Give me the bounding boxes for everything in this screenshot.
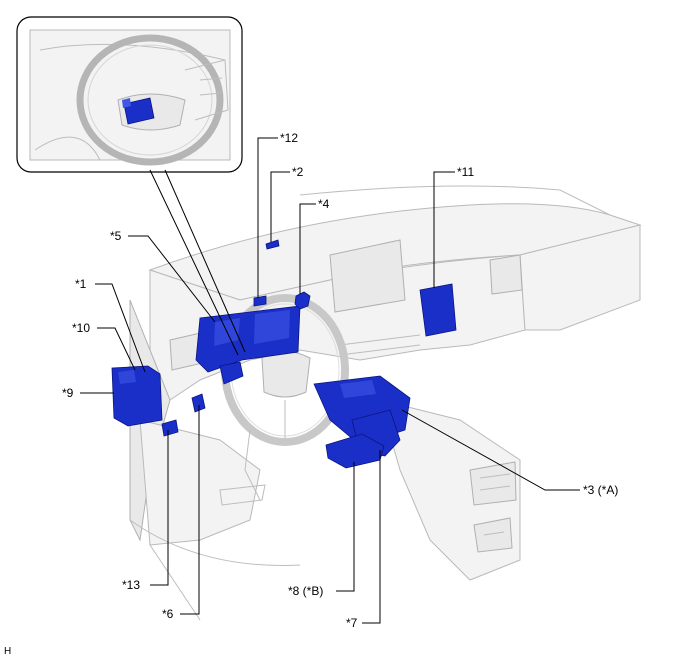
label-5: *5 — [110, 229, 122, 243]
label-2: *2 — [292, 165, 304, 179]
part-13 — [161, 419, 179, 437]
part-9-10-ecu — [111, 365, 163, 427]
label-8: *8 (*B) — [288, 584, 323, 598]
label-1: *1 — [75, 277, 87, 291]
label-6: *6 — [162, 607, 174, 621]
part-12 — [253, 295, 267, 307]
part-4 — [294, 291, 311, 310]
part-2 — [265, 239, 280, 250]
label-4: *4 — [318, 197, 330, 211]
part-3-air-conditioning-unit — [313, 375, 411, 457]
inset-switch-part — [122, 97, 155, 125]
label-9: *9 — [62, 386, 74, 400]
part-6 — [191, 393, 206, 413]
callout-labels: *1 *10 *9 *5 *12 *2 *4 *11 *3 (*A) *13 *… — [4, 131, 618, 657]
label-11: *11 — [457, 165, 474, 179]
leader-lines — [80, 137, 580, 624]
label-12: *12 — [280, 131, 298, 145]
corner-mark: H — [4, 646, 11, 657]
label-10: *10 — [72, 321, 90, 335]
part-column-switch — [219, 361, 244, 385]
label-3: *3 (*A) — [583, 483, 618, 497]
label-7: *7 — [346, 616, 358, 630]
label-13: *13 — [122, 578, 140, 592]
part-11 — [419, 283, 457, 337]
inset-detail-view — [16, 16, 243, 173]
